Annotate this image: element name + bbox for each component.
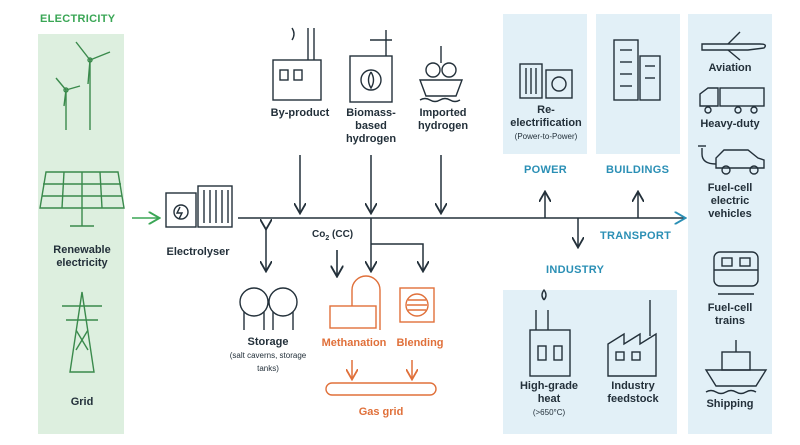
electrolyser-icon	[165, 185, 233, 228]
methanation-icon	[329, 275, 381, 330]
storage-tanks-icon	[239, 287, 298, 330]
biomass-plant-icon	[349, 30, 393, 103]
train-icon	[713, 251, 759, 295]
fuel-cell-trains-label: Fuel-cell trains	[707, 302, 753, 327]
tanker-ship-icon	[418, 46, 464, 103]
methanation-label: Methanation	[321, 337, 387, 349]
transport-heading: TRANSPORT	[600, 230, 672, 242]
biomass-label: Biomass-based hydrogen	[345, 107, 397, 145]
co2-subscript: 2	[325, 235, 330, 242]
electricity-heading: ELECTRICITY	[40, 13, 116, 25]
high-grade-heat-title: High-grade heat	[519, 380, 579, 405]
wind-turbine-icon	[55, 41, 111, 130]
grid-label: Grid	[70, 396, 94, 408]
blending-icon	[399, 287, 435, 323]
transport-panel	[688, 14, 772, 434]
re-electrification-subtitle: (Power-to-Power)	[514, 132, 578, 141]
co2-label: Co2 (CC)	[312, 228, 372, 245]
industry-panel	[503, 290, 677, 434]
high-grade-heat-label: High-grade heat (>650°C)	[514, 380, 584, 419]
industry-heading: INDUSTRY	[546, 264, 605, 276]
industry-feedstock-label: Industry feedstock	[607, 380, 659, 405]
heavy-duty-label: Heavy-duty	[700, 118, 760, 130]
electricity-panel	[38, 34, 124, 434]
power-plant-icon	[519, 63, 573, 99]
co2-rest: (CC)	[329, 229, 354, 240]
co2-main: Co	[312, 229, 326, 240]
aviation-label: Aviation	[708, 62, 752, 74]
pylon-icon	[62, 291, 102, 373]
electrolyser-label: Electrolyser	[166, 246, 230, 258]
buildings-icon	[613, 39, 661, 101]
industry-feedstock-icon	[607, 300, 657, 377]
factory-icon	[272, 27, 322, 101]
blending-label: Blending	[396, 337, 444, 349]
truck-icon	[699, 87, 765, 114]
power-heading: POWER	[524, 164, 568, 176]
renewable-electricity-label: Renewable electricity	[53, 244, 111, 269]
storage-subtitle: (salt caverns, storage tanks)	[229, 351, 307, 373]
fcev-label: Fuel-cell electric vehicles	[707, 182, 753, 220]
ship-icon	[704, 340, 768, 395]
re-electrification-title: Re-electrification	[510, 104, 582, 129]
power-panel	[503, 14, 587, 154]
shipping-label: Shipping	[706, 398, 754, 410]
storage-label: Storage (salt caverns, storage tanks)	[228, 336, 308, 375]
re-electrification-label: Re-electrification (Power-to-Power)	[506, 104, 586, 143]
high-grade-heat-subtitle: (>650°C)	[532, 408, 566, 417]
heat-plant-icon	[529, 288, 571, 377]
buildings-heading: BUILDINGS	[606, 164, 670, 176]
airplane-icon	[701, 31, 767, 61]
gas-grid-label: Gas grid	[358, 406, 404, 418]
solar-panel-icon	[39, 171, 125, 227]
blending-branch	[371, 243, 423, 270]
storage-title: Storage	[247, 336, 289, 348]
fcev-car-icon	[698, 145, 765, 175]
imported-label: Imported hydrogen	[417, 107, 469, 132]
by-product-label: By-product	[270, 107, 330, 119]
gas-grid-pipe-icon	[325, 382, 437, 396]
